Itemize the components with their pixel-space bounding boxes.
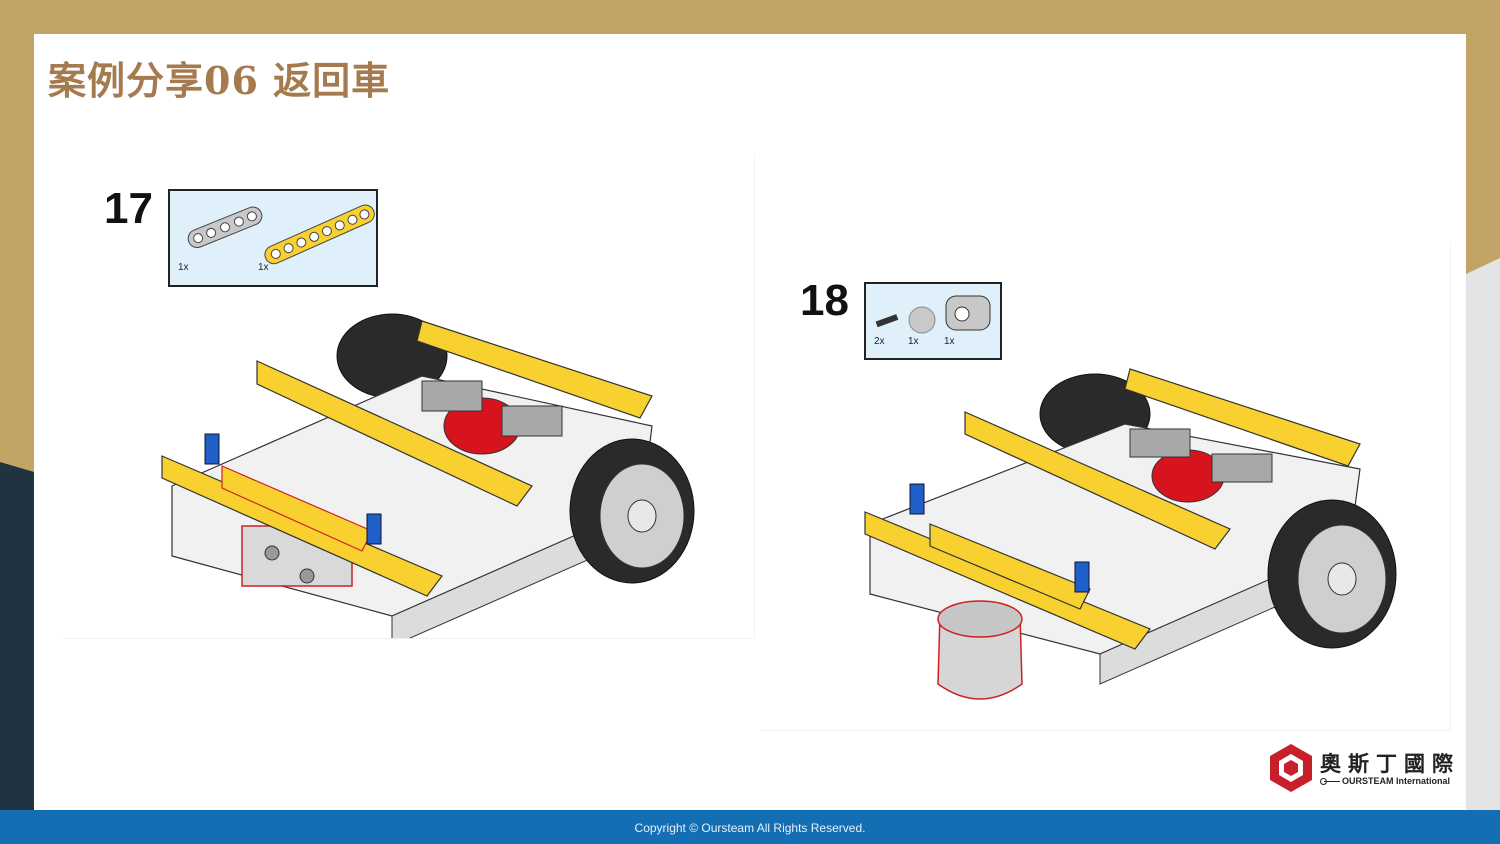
parts-illustration xyxy=(187,204,375,265)
oursteam-logo: 奧斯丁國際 OURSTEAM International xyxy=(1268,742,1464,796)
footer-bar: Copyright © Oursteam All Rights Reserved… xyxy=(0,810,1500,844)
step-17-panel: 17 xyxy=(62,156,755,639)
parts-illustration xyxy=(875,295,991,334)
logo-chinese-name: 奧斯丁國際 xyxy=(1320,752,1460,776)
step-number: 18 xyxy=(800,276,849,325)
parts-callout: 2x 1x 1x xyxy=(864,282,1002,360)
robot-car-model xyxy=(864,368,1397,700)
step-18-panel: 18 2x 1x 1x xyxy=(760,244,1451,731)
part-quantity: 1x xyxy=(908,336,919,347)
part-quantity: 2x xyxy=(874,336,885,347)
slide: 案例分享06 返回車 17 xyxy=(34,34,1466,810)
part-quantity: 1x xyxy=(258,262,269,273)
robot-car-model xyxy=(161,313,695,638)
part-quantity: 1x xyxy=(178,262,189,273)
logo-key-line xyxy=(1324,781,1340,782)
page-title: 案例分享06 返回車 xyxy=(48,58,391,103)
parts-callout: 1x 1x xyxy=(168,189,378,287)
step-number: 17 xyxy=(104,184,153,233)
part-quantity: 1x xyxy=(944,336,955,347)
copyright-text: Copyright © Oursteam All Rights Reserved… xyxy=(634,821,866,835)
cube-logo-icon xyxy=(1270,744,1312,792)
logo-english-name: OURSTEAM International xyxy=(1342,776,1451,786)
